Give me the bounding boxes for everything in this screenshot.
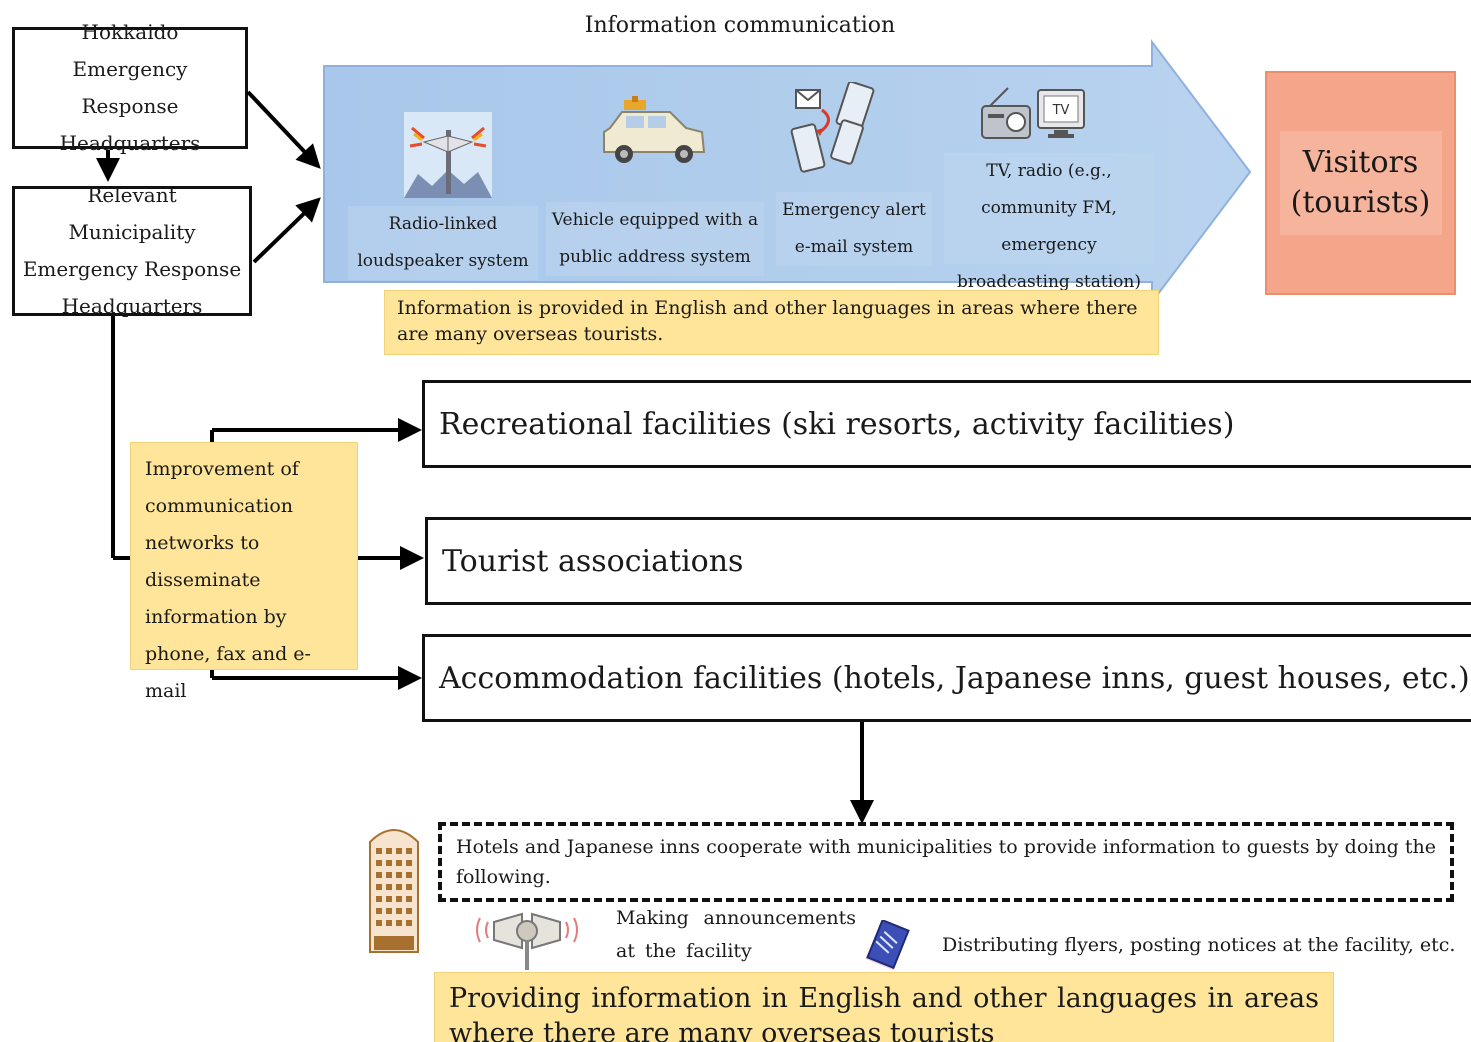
visitors-label: Visitors (tourists)	[1279, 131, 1442, 235]
tourist-associations-box: Tourist associations	[425, 517, 1471, 605]
visitors-box: Visitors (tourists)	[1265, 71, 1456, 295]
multilingual-info-note: Information is provided in English and o…	[384, 290, 1159, 355]
channel-label-loudspeaker: Radio-linked loudspeaker system	[348, 206, 538, 280]
speaker-announcement-icon	[476, 912, 578, 970]
hotel-building-icon	[369, 829, 419, 953]
svg-text:TV: TV	[1052, 103, 1070, 118]
recreational-facilities-box: Recreational facilities (ski resorts, ac…	[422, 380, 1471, 468]
channel-label-pa-vehicle: Vehicle equipped with a public address s…	[546, 202, 764, 276]
channel-label-tv-radio: TV, radio (e.g., community FM, emergency…	[944, 153, 1154, 292]
hotel-cooperation-box: Hotels and Japanese inns cooperate with …	[438, 822, 1454, 902]
pa-vehicle-icon	[603, 96, 706, 163]
tv-radio-icon: TV	[981, 87, 1085, 139]
multilingual-hotel-note: Providing information in English and oth…	[434, 972, 1334, 1042]
communication-network-note: Improvement of communication networks to…	[130, 442, 358, 702]
municipality-hq-box: Relevant Municipality Emergency Response…	[12, 183, 252, 318]
channel-label-email: Emergency alert e-mail system	[776, 192, 932, 266]
announcements-text: Making announcements at the facility	[616, 907, 856, 962]
loudspeaker-tower-icon	[404, 112, 492, 198]
mobile-email-icon	[790, 82, 875, 173]
flyers-text: Distributing flyers, posting notices at …	[942, 934, 1456, 956]
diagram-title: Information communication	[584, 13, 896, 38]
flyer-icon	[865, 920, 910, 971]
accommodation-facilities-box: Accommodation facilities (hotels, Japane…	[422, 634, 1471, 722]
